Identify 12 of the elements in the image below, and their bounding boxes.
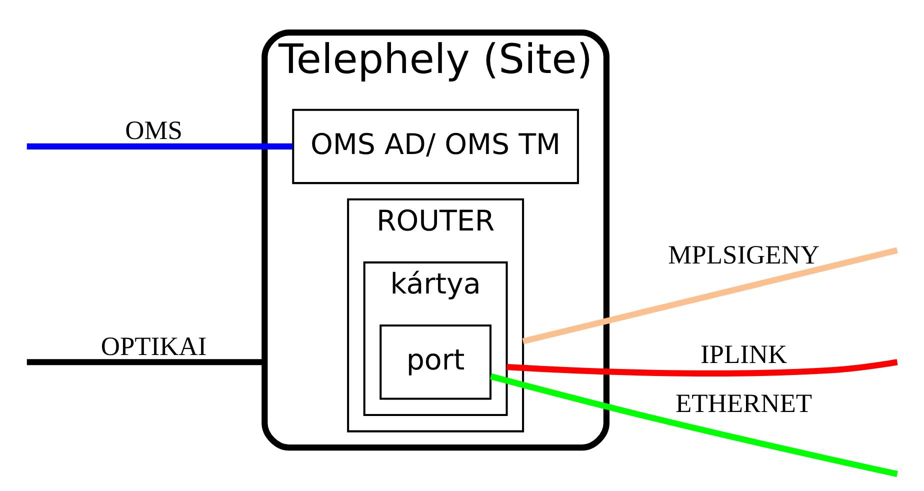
edge-label: IPLINK bbox=[700, 338, 788, 369]
edge-label: MPLSIGENY bbox=[668, 239, 820, 270]
connector bbox=[26, 143, 293, 150]
node-box: OMS AD/ OMS TM bbox=[292, 108, 579, 184]
edge-label: ETHERNET bbox=[676, 388, 812, 418]
node-box: port bbox=[380, 324, 492, 400]
connector bbox=[522, 247, 898, 344]
connector bbox=[26, 359, 265, 366]
connector bbox=[490, 373, 898, 477]
edge-label: OMS bbox=[125, 115, 182, 146]
edge-label: OPTIKAI bbox=[100, 330, 207, 361]
connector bbox=[506, 359, 898, 377]
